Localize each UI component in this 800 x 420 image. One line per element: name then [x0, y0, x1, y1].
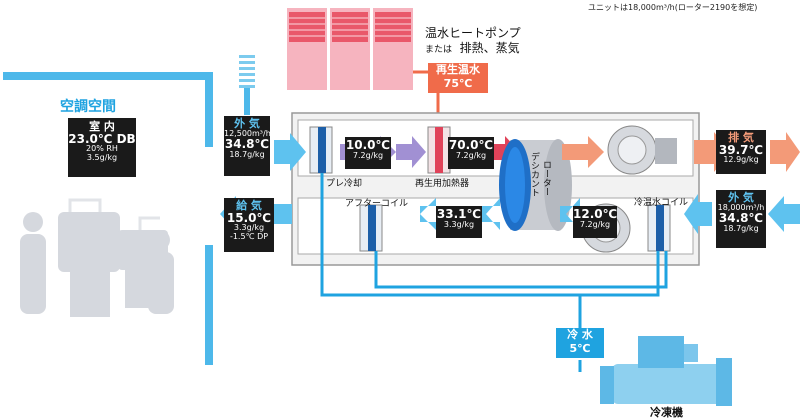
rotor-line1: デシカント — [529, 152, 539, 197]
exhaust-box: 排 気 39.7℃ 12.9g/kg — [716, 130, 766, 174]
regen-heater-box: 70.0℃ 7.2g/kg — [448, 137, 494, 169]
regen-heater-x: 7.2g/kg — [455, 150, 487, 160]
exhaust-title: 排 気 — [728, 131, 754, 144]
regen-water-box: 再生温水 75℃ — [428, 63, 488, 93]
outside-air-temp: 34.8℃ — [224, 136, 270, 151]
precool-temp: 10.0℃ — [345, 138, 391, 152]
regen-heater-label: 再生用加熱器 — [415, 179, 470, 189]
supply-box: 給 気 15.0℃ 3.3g/kg -1.5℃ DP — [224, 198, 274, 252]
chilled-water-temp: 5℃ — [569, 342, 591, 355]
room-scene — [20, 212, 174, 317]
room-db: 23.0℃ DB — [68, 131, 136, 146]
heat-source-label: 温水ヒートポンプ または 排熱、蒸気 — [425, 26, 521, 58]
supply-x: 3.3g/kg — [233, 223, 265, 233]
supply-title: 給 気 — [236, 199, 262, 212]
after-rotor-temp: 12.0℃ — [573, 207, 618, 221]
process-arrow-5 — [420, 198, 436, 230]
room-box: 室 内 23.0℃ DB 20% RH 3.5g/kg — [68, 118, 136, 177]
precool-x: 7.2g/kg — [352, 150, 384, 160]
cooling-coil — [647, 204, 671, 252]
room-title: 室 内 — [89, 120, 115, 133]
room-rh: 20% RH — [86, 144, 118, 154]
heat-source-prefix: または — [425, 45, 453, 55]
heat-pump-units — [287, 8, 413, 90]
chilled-water-pipe — [320, 173, 668, 330]
cold-coil-label: 冷温水コイル — [634, 198, 689, 208]
space-wall-upper — [205, 72, 213, 147]
precool-box: 10.0℃ 7.2g/kg — [345, 137, 391, 169]
exhaust-arrow-1 — [562, 136, 604, 168]
outside-air-right-title: 外 気 — [728, 191, 754, 204]
supply-dp: -1.5℃ DP — [229, 231, 269, 241]
outside-air-box: 外 気 12,500m³/h 34.8℃ 18.7g/kg — [224, 116, 271, 176]
exhaust-fan — [607, 125, 677, 175]
regen-water-temp: 75℃ — [443, 77, 473, 90]
chiller-label: 冷凍機 — [650, 406, 683, 419]
intake-dashes — [239, 55, 255, 88]
after-coil — [359, 204, 383, 252]
chilled-water-box: 冷 水 5℃ — [556, 328, 604, 358]
outside-air-arrow-right — [768, 196, 800, 232]
supply-temp: 15.0℃ — [226, 210, 272, 225]
outside-air-arrow-right-2 — [684, 194, 712, 234]
heat-source-line1: 温水ヒートポンプ — [425, 26, 521, 40]
regen-water-label: 再生温水 — [436, 63, 480, 76]
room-x: 3.5g/kg — [86, 152, 118, 162]
chilled-water-label: 冷 水 — [567, 328, 593, 341]
precool-coil — [309, 126, 333, 174]
exhaust-temp: 39.7℃ — [718, 142, 764, 157]
outside-air-right-flow: 18,000m³/h — [717, 202, 765, 212]
outside-air-flow: 12,500m³/h — [224, 128, 271, 138]
outside-air-arrow — [274, 133, 306, 171]
unit-note: ユニットは18,000m³/h(ローター2190を想定) — [588, 3, 758, 12]
chiller-unit — [600, 336, 732, 406]
space-wall-lower — [205, 245, 213, 365]
outside-air-right-temp: 34.8℃ — [718, 210, 764, 225]
precool-label: プレ冷却 — [326, 179, 363, 189]
outside-air-right-x: 18.7g/kg — [723, 223, 759, 233]
regen-heater-coil — [427, 126, 451, 174]
regen-heater-temp: 70.0℃ — [448, 138, 494, 152]
desiccant-rotor — [499, 139, 572, 231]
process-arrow-4 — [480, 198, 500, 230]
rotor-label: デシカント — [528, 152, 539, 197]
outside-air-x: 18.7g/kg — [229, 149, 265, 159]
space-title: 空調空間 — [60, 99, 116, 115]
after-rotor-x: 7.2g/kg — [579, 219, 611, 229]
exhaust-x: 12.9g/kg — [723, 155, 759, 165]
after-coil-state-box: 33.1℃ 3.3g/kg — [436, 206, 482, 238]
rotor-line2: ローター — [541, 160, 551, 196]
after-coil-label: アフターコイル — [345, 199, 409, 209]
outside-air-right-box: 外 気 18,000m³/h 34.8℃ 18.7g/kg — [716, 190, 766, 248]
after-coil-state-temp: 33.1℃ — [436, 207, 482, 221]
after-coil-state-x: 3.3g/kg — [443, 219, 475, 229]
outside-air-title: 外 気 — [234, 117, 260, 130]
exhaust-arrow-3 — [770, 132, 800, 172]
heat-source-line2: 排熱、蒸気 — [459, 41, 520, 55]
after-rotor-box: 12.0℃ 7.2g/kg — [573, 206, 617, 238]
rotor-label-2: ローター — [540, 160, 551, 196]
space-ceiling — [3, 72, 213, 80]
process-arrow-2 — [396, 136, 426, 168]
